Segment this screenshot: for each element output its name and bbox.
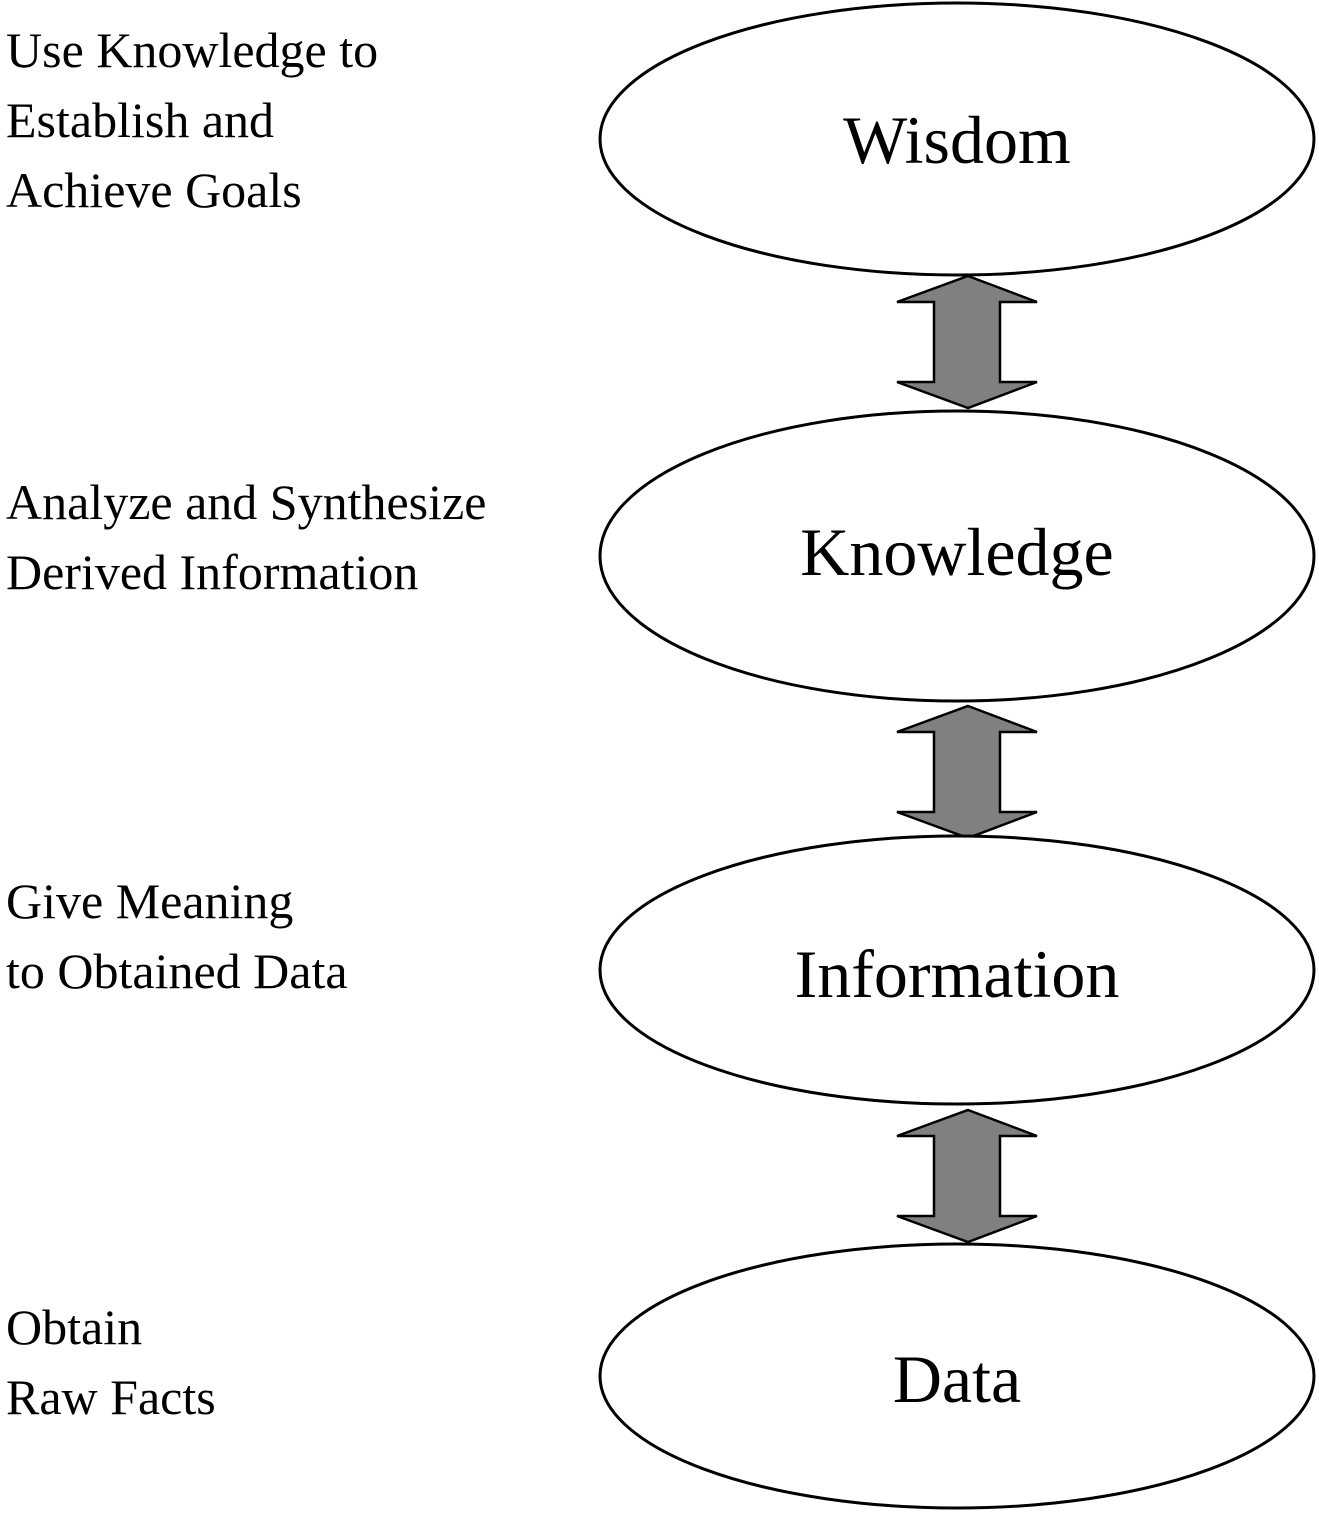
information-description-line: to Obtained Data [6,943,348,999]
knowledge-information-arrow [896,704,1038,840]
information-node: Information [598,834,1316,1106]
data-label: Data [893,1341,1021,1417]
wisdom-description: Use Knowledge to Establish and Achieve G… [6,15,378,225]
data-description-line: Obtain [6,1299,143,1355]
knowledge-label: Knowledge [800,514,1113,590]
knowledge-node: Knowledge [598,409,1316,703]
double-arrow-icon [896,274,1038,410]
wisdom-description-line: Use Knowledge to [6,22,379,78]
wisdom-node: Wisdom [598,1,1316,277]
wisdom-description-line: Establish and [6,92,275,148]
data-description-line: Raw Facts [6,1369,216,1425]
data-node: Data [598,1242,1316,1510]
information-description: Give Meaning to Obtained Data [6,866,348,1006]
double-arrow-icon [896,1108,1038,1244]
wisdom-description-line: Achieve Goals [6,162,302,218]
information-description-line: Give Meaning [6,873,294,929]
information-data-arrow [896,1108,1038,1244]
knowledge-description: Analyze and Synthesize Derived Informati… [6,467,486,607]
double-arrow-icon [896,704,1038,840]
data-description: Obtain Raw Facts [6,1292,216,1432]
knowledge-description-line: Analyze and Synthesize [6,474,487,530]
information-label: Information [795,936,1120,1012]
wisdom-knowledge-arrow [896,274,1038,410]
wisdom-label: Wisdom [843,102,1071,178]
knowledge-description-line: Derived Information [6,544,419,600]
